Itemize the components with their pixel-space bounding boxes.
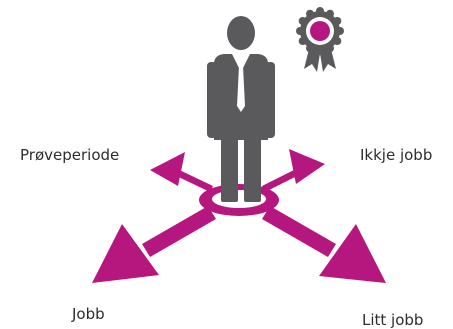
label-litt-jobb: Litt jobb [362,311,424,329]
arrows [92,149,386,283]
arrow-bottom-left [92,206,216,283]
arrow-top-left [150,152,213,192]
shirt-collar [232,54,250,72]
label-proveperiode: Prøveperiode [20,146,120,164]
person-icon [207,16,275,202]
tie-icon [237,66,245,112]
ground-ring [199,184,279,216]
label-jobb: Jobb [72,305,105,323]
arrow-bottom-right [262,206,386,283]
arrow-top-right [262,149,325,192]
label-ikkje-jobb: Ikkje jobb [360,146,433,164]
award-rosette-icon [296,7,344,72]
